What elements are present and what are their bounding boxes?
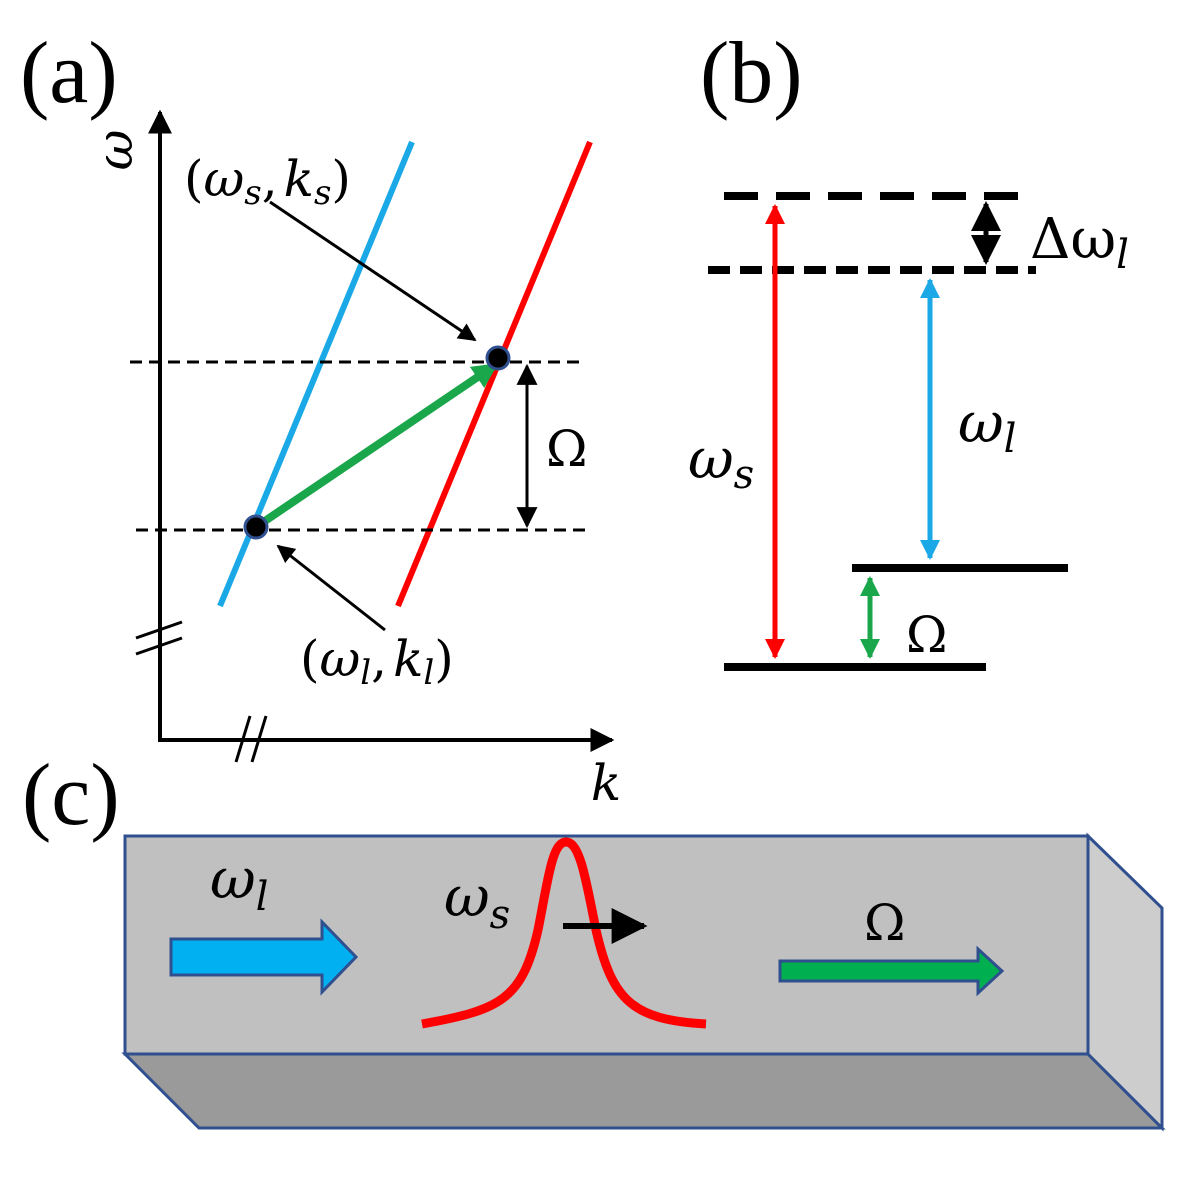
phonon-frequency-label: Ω — [906, 606, 947, 664]
detuning-label: Δωl — [1030, 207, 1129, 278]
stokes-pulse — [421, 837, 707, 1029]
stokes-point-label: (ωs,ks) — [184, 150, 351, 213]
gap-omega-label: Ω — [546, 420, 587, 478]
laser-point-label: (ωl,kl) — [300, 630, 454, 693]
stokes-point-marker — [485, 345, 511, 371]
stokes-frequency-label: ωs — [688, 427, 754, 498]
laser-point-pointer — [276, 544, 386, 632]
panel-c-label: (c) — [22, 747, 120, 844]
omega-axis-label: ω — [86, 130, 144, 171]
panel-b-label: (b) — [700, 25, 803, 122]
laser-pump-label: ωl — [210, 847, 268, 920]
omega-axis-break-mark — [135, 620, 183, 656]
phonon-wave-label: Ω — [864, 894, 905, 952]
laser-frequency-label: ωl — [958, 391, 1016, 462]
panel-a: (a) ω k Ω (ωs,ks) ( — [20, 25, 621, 812]
phonon-wave-arrow — [778, 945, 1005, 997]
panel-a-label: (a) — [20, 25, 118, 122]
stokes-pulse-label: ωs — [444, 865, 510, 938]
phonon-wavevector-arrow — [253, 362, 499, 531]
stokes-point-pointer — [269, 200, 477, 342]
stokes-dispersion-line — [395, 140, 593, 608]
laser-point-marker — [243, 514, 269, 540]
laser-pump-arrow — [169, 918, 359, 996]
k-axis-label: k — [591, 754, 621, 812]
panel-c: (c) ωl ωs Ω — [22, 747, 1166, 1132]
panel-b: (b) Δωl ωs ωl Ω — [688, 25, 1129, 671]
waveguide-bottom-face — [121, 1052, 1166, 1130]
k-axis-break-mark — [234, 715, 268, 763]
